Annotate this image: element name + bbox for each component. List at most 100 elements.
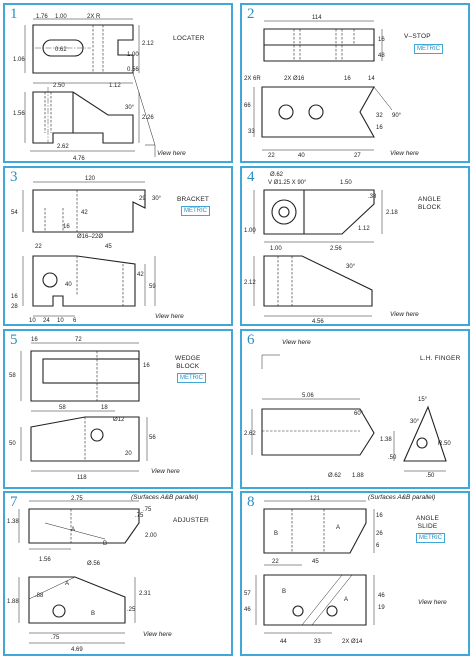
dim-label: 4.69 (71, 647, 83, 653)
dim-label: 14 (368, 76, 375, 82)
drawing-bracket: 120 29 30° 54 42 16 Ø16–22Ø 22 45 40 42 … (11, 176, 162, 324)
dim-label: V Ø1.25 X 90° (268, 180, 307, 186)
dim-label: 16 (11, 294, 18, 300)
dim-label: 44 (280, 639, 287, 645)
dim-label: .75 (135, 513, 144, 519)
view-here-note: View here (157, 150, 186, 157)
dim-label: 0.56 (127, 67, 139, 73)
dim-label: 1.00 (55, 14, 67, 20)
dim-label: 1.12 (109, 83, 121, 89)
dim-label: 2.62 (244, 431, 256, 437)
panel-number: 3 (10, 169, 18, 185)
view-here-note: View here (390, 150, 419, 157)
dim-label: 60° (354, 411, 364, 417)
dim-label: 2.12 (244, 280, 256, 286)
dim-label: A (71, 527, 75, 533)
panel-title: L.H. FINGER (420, 355, 461, 362)
panel-number: 2 (247, 6, 255, 22)
dim-label: 16 (344, 76, 351, 82)
dim-label: 2X R (87, 14, 101, 20)
dim-label: 1.06 (13, 57, 25, 63)
dim-label: 1.00 (270, 246, 282, 252)
dim-label: 2.18 (386, 210, 398, 216)
drawing-locater: 1.76 1.00 2X R 0.62 2.12 1.06 1.00 0.56 … (13, 14, 156, 162)
dim-label: 54 (11, 210, 18, 216)
dim-label: 1.00 (127, 52, 139, 58)
view-here-note: View here (282, 339, 311, 346)
dim-label: 16 (376, 125, 383, 131)
dim-label: 1.12 (358, 226, 370, 232)
dim-label: 59 (149, 284, 156, 290)
dim-label: .50 (388, 455, 397, 461)
dim-label: 2X 6R (244, 76, 261, 82)
dim-label: B (274, 531, 278, 537)
dim-label: 6 (376, 543, 380, 549)
dim-label: 2X Ø16 (284, 76, 305, 82)
dim-label: 40 (65, 282, 72, 288)
dim-label: 30° (125, 105, 135, 111)
dim-label: 20 (125, 451, 132, 457)
dim-label: 72 (75, 337, 82, 343)
dim-label: Ø16–22Ø (77, 234, 103, 240)
dim-label: .25 (127, 607, 136, 613)
view-here-note: View here (390, 311, 419, 318)
dim-label: 1.38 (7, 519, 19, 525)
drawing-angle-slide: 121 16 A 26 B 6 22 45 A 57 46 46 19 B 44… (244, 496, 385, 645)
dim-label: 2.56 (330, 246, 342, 252)
dim-label: 4.76 (73, 156, 85, 162)
dim-label: 58 (59, 405, 66, 411)
dim-label: .75 (143, 507, 152, 513)
dim-label: 6 (73, 318, 77, 324)
dim-label: 121 (310, 496, 321, 502)
view-here-note: View here (418, 599, 447, 606)
dim-label: 40 (298, 153, 305, 159)
panel-number: 1 (10, 6, 18, 22)
dim-label: 18 (101, 405, 108, 411)
dim-label: 2.75 (71, 496, 83, 502)
dim-label: 2.12 (142, 41, 154, 47)
dim-label: 30° (346, 264, 356, 270)
dim-label: 22 (272, 559, 279, 565)
dim-label: 1.38 (380, 437, 392, 443)
dim-label: 22 (35, 244, 42, 250)
dim-label: .75 (51, 635, 60, 641)
dim-label: 46 (378, 593, 385, 599)
panel-number: 5 (10, 332, 18, 348)
dim-label: 1.56 (13, 111, 25, 117)
dim-label: Ø.62 (328, 473, 342, 479)
dim-label: 33 (314, 639, 321, 645)
dim-label: 16 (376, 513, 383, 519)
dim-label: 42 (81, 210, 88, 216)
dim-label: 1.00 (244, 228, 256, 234)
dim-label: B (91, 611, 95, 617)
dim-label: 2.26 (142, 115, 154, 121)
dim-label: 58 (9, 373, 16, 379)
dim-label: 2X Ø14 (342, 639, 363, 645)
dim-label: 30° (152, 196, 162, 202)
dim-label: 16 (63, 224, 70, 230)
dim-label: 22 (268, 153, 275, 159)
panel-lh-finger: 6 L.H. FINGER View here 5.06 60° 15° 30°… (240, 329, 470, 489)
drawing-adjuster: 2.75 .75 1.38 A .75 2.00 B 1.56 Ø.56 A 1… (7, 496, 157, 653)
dim-label: 1.50 (340, 180, 352, 186)
dim-label: 10 (57, 318, 64, 324)
dim-label: A (336, 525, 340, 531)
dim-label: B (103, 541, 107, 547)
dim-label: 28 (11, 304, 18, 310)
dim-label: 27 (354, 153, 361, 159)
dim-label: Ø.56 (87, 561, 101, 567)
drawing-angle-block: Ø.62 V Ø1.25 X 90° 1.50 .38 2.18 1.00 1.… (244, 172, 398, 324)
dim-label: 2.62 (57, 144, 69, 150)
dim-label: 5.06 (302, 393, 314, 399)
dim-label: 90° (392, 113, 402, 119)
panel-number: 4 (247, 169, 255, 185)
panel-number: 8 (247, 494, 255, 510)
dim-label: 1.88 (7, 599, 19, 605)
dim-label: 66 (244, 103, 251, 109)
dim-label: 118 (77, 475, 87, 481)
dim-label: 120 (85, 176, 96, 182)
